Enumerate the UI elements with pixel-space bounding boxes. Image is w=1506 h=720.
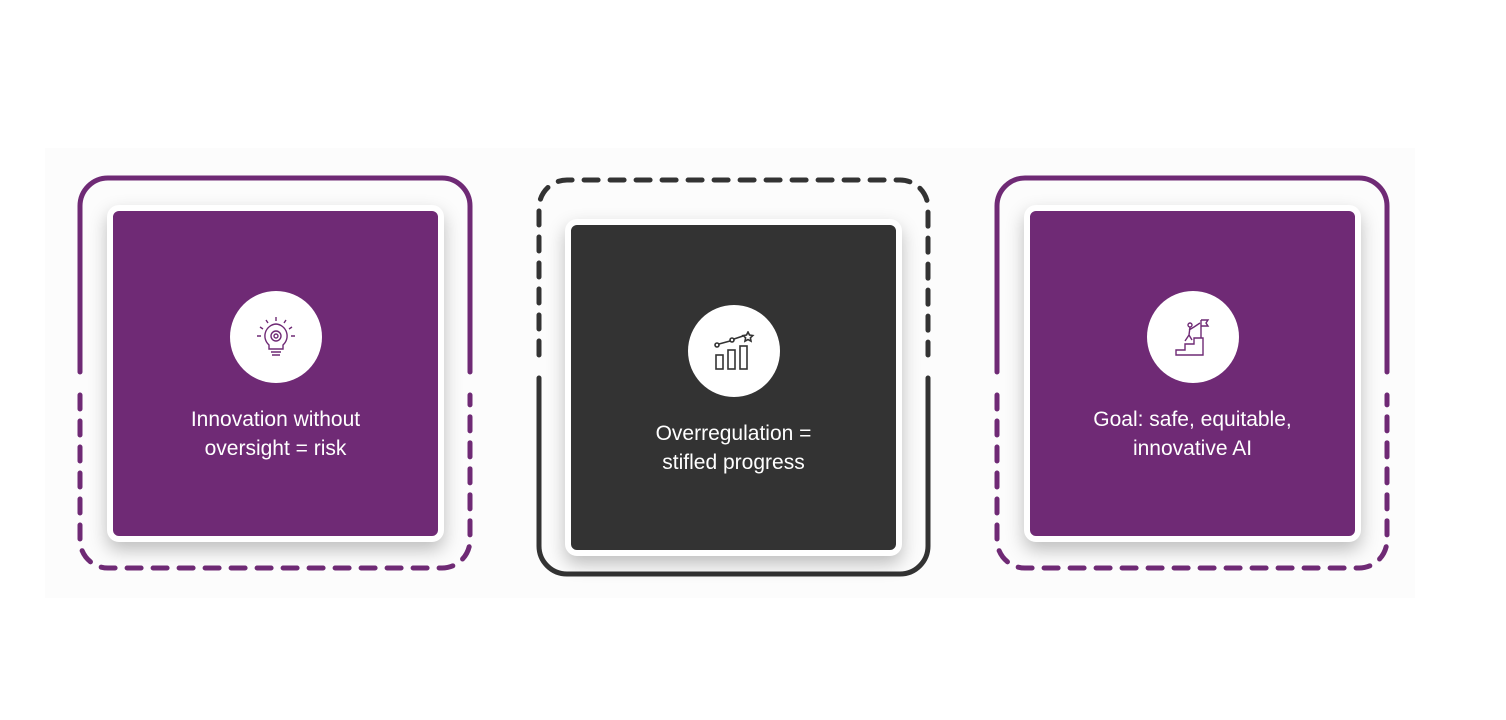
card-label: Overregulation =stifled progress — [655, 422, 812, 474]
climber-flag-icon — [1174, 319, 1209, 356]
card-overregulation: Overregulation =stifled progress — [565, 219, 902, 556]
icon-circle — [1146, 291, 1239, 383]
card-goal: Goal: safe, equitable,innovative AI — [1024, 205, 1361, 542]
icon-circle — [687, 305, 780, 397]
frame-2 — [536, 177, 931, 577]
card-label: Goal: safe, equitable,innovative AI — [1093, 408, 1292, 460]
icon-circle — [229, 291, 322, 383]
lightbulb-gear-icon — [256, 317, 295, 356]
growth-chart-star-icon — [713, 331, 755, 370]
frame-3 — [994, 175, 1390, 571]
frame-1 — [77, 175, 473, 571]
